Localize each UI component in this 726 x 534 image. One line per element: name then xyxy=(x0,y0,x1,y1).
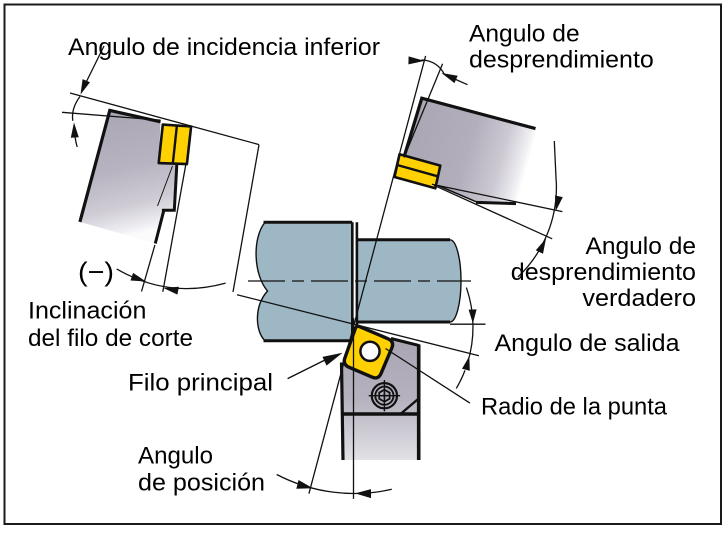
svg-text:de posición: de posición xyxy=(138,470,265,497)
svg-text:Filo principal: Filo principal xyxy=(128,370,273,397)
svg-text:Angulo de incidencia inferior: Angulo de incidencia inferior xyxy=(68,34,380,61)
svg-text:Angulo de salida: Angulo de salida xyxy=(495,330,681,357)
svg-text:verdadero: verdadero xyxy=(582,285,696,312)
svg-text:Inclinación: Inclinación xyxy=(28,297,146,324)
svg-text:(−): (−) xyxy=(78,257,114,287)
svg-text:desprendimiento: desprendimiento xyxy=(469,46,654,73)
svg-text:Angulo de: Angulo de xyxy=(586,233,697,260)
svg-text:Radio de la punta: Radio de la punta xyxy=(481,394,668,421)
svg-text:Angulo de: Angulo de xyxy=(469,21,580,48)
svg-text:desprendimiento: desprendimiento xyxy=(511,259,696,286)
svg-text:del filo de corte: del filo de corte xyxy=(28,325,193,352)
svg-text:Angulo: Angulo xyxy=(138,443,213,470)
